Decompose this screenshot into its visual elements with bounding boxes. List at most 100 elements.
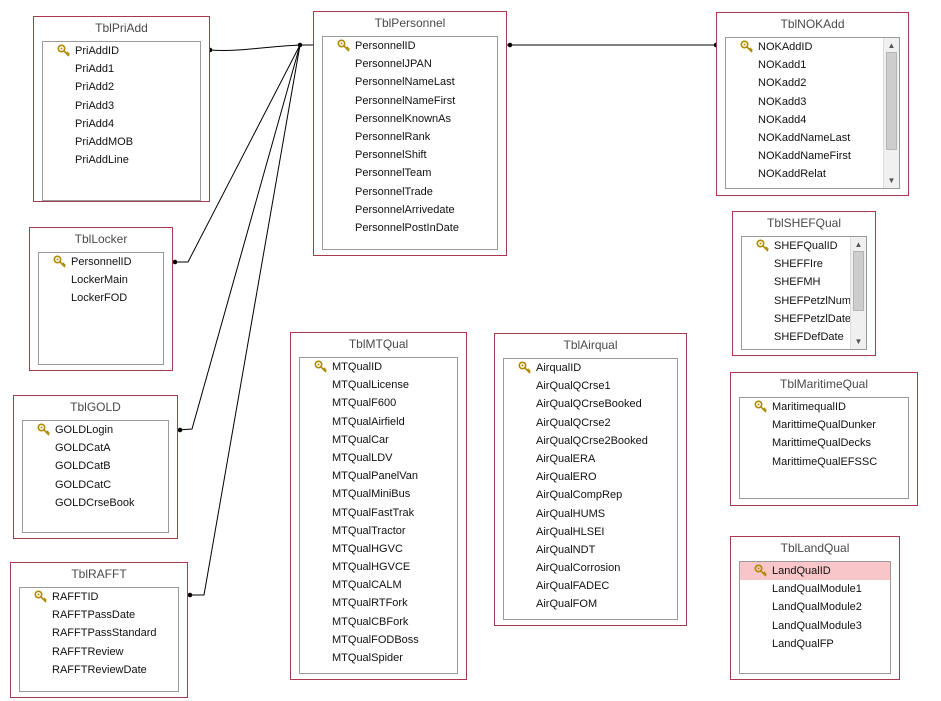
field-row[interactable]: LockerMain — [39, 271, 163, 289]
field-row[interactable]: RAFFTReviewDate — [20, 661, 178, 679]
field-row[interactable]: LockerFOD — [39, 289, 163, 307]
field-row[interactable]: PersonnelArrivedate — [323, 201, 497, 219]
field-row[interactable]: RAFFTPassStandard — [20, 624, 178, 642]
field-row[interactable]: AirQualQCrse1 — [504, 377, 677, 395]
field-row[interactable]: PersonnelTeam — [323, 164, 497, 182]
field-row[interactable]: PriAddMOB — [43, 133, 200, 151]
field-row[interactable]: MarittimeQualEFSSC — [740, 453, 908, 471]
field-row[interactable]: AirQualFADEC — [504, 577, 677, 595]
field-row[interactable]: MTQualAirfield — [300, 413, 457, 431]
field-row[interactable]: AirQualHUMS — [504, 505, 677, 523]
field-row[interactable]: LandQualModule3 — [740, 617, 890, 635]
field-row[interactable]: MTQualLDV — [300, 449, 457, 467]
field-row[interactable]: NOKaddNameLast — [726, 129, 883, 147]
field-row[interactable]: MarittimeQualDecks — [740, 434, 908, 452]
field-row[interactable]: MTQualTractor — [300, 522, 457, 540]
scrollbar-thumb[interactable] — [886, 52, 897, 150]
vertical-scrollbar[interactable]: ▲▼ — [850, 237, 866, 349]
field-row[interactable]: AirQualHLSEI — [504, 523, 677, 541]
vertical-scrollbar[interactable]: ▲▼ — [883, 38, 899, 188]
field-row[interactable]: PersonnelTrade — [323, 183, 497, 201]
table-title[interactable]: TblAirqual — [563, 338, 618, 352]
field-row[interactable]: MTQualFastTrak — [300, 504, 457, 522]
primary-key-field[interactable]: GOLDLogin — [23, 421, 168, 439]
field-row[interactable]: SHEFFIre — [742, 255, 850, 273]
field-row[interactable]: MTQualLicense — [300, 376, 457, 394]
field-row[interactable]: GOLDCatC — [23, 476, 168, 494]
field-row[interactable]: PersonnelNameLast — [323, 73, 497, 91]
field-row[interactable]: LandQualModule1 — [740, 580, 890, 598]
field-row[interactable]: SHEFPetzlDate — [742, 310, 850, 328]
table-title[interactable]: TblPersonnel — [374, 16, 446, 30]
field-row[interactable]: MTQualCar — [300, 431, 457, 449]
scroll-up-arrow-icon[interactable]: ▲ — [887, 41, 896, 50]
field-row[interactable]: PriAdd1 — [43, 60, 200, 78]
field-row[interactable]: SHEFDefDate — [742, 328, 850, 346]
field-row[interactable]: AirQualFOM — [504, 595, 677, 613]
primary-key-field[interactable]: AirqualID — [504, 359, 677, 377]
field-row[interactable]: MTQualPanelVan — [300, 467, 457, 485]
scrollbar-thumb[interactable] — [853, 251, 864, 311]
primary-key-field[interactable]: PersonnelID — [323, 37, 497, 55]
field-row[interactable]: NOKadd2 — [726, 74, 883, 92]
table-title[interactable]: TblLandQual — [780, 541, 850, 555]
field-row[interactable]: PersonnelJPAN — [323, 55, 497, 73]
field-row[interactable]: PersonnelKnownAs — [323, 110, 497, 128]
field-row[interactable]: MTQualF600 — [300, 394, 457, 412]
table-title[interactable]: TblMTQual — [348, 337, 409, 351]
field-row[interactable]: MTQualCBFork — [300, 613, 457, 631]
field-row[interactable]: AirQualCorrosion — [504, 559, 677, 577]
field-row[interactable]: PriAdd4 — [43, 115, 200, 133]
table-title[interactable]: TblSHEFQual — [766, 216, 842, 230]
scroll-down-arrow-icon[interactable]: ▼ — [887, 176, 896, 185]
table-title[interactable]: TblRAFFT — [71, 567, 127, 581]
scroll-down-arrow-icon[interactable]: ▼ — [854, 337, 863, 346]
field-row[interactable]: GOLDCatB — [23, 457, 168, 475]
primary-key-field[interactable]: SHEFQualID — [742, 237, 850, 255]
field-row[interactable]: AirQualCompRep — [504, 486, 677, 504]
field-row[interactable]: MTQualHGVC — [300, 540, 457, 558]
field-row[interactable]: LandQualModule2 — [740, 598, 890, 616]
field-row[interactable]: AirQualERA — [504, 450, 677, 468]
field-row[interactable]: PriAdd3 — [43, 97, 200, 115]
primary-key-field[interactable]: NOKAddID — [726, 38, 883, 56]
field-row[interactable]: PersonnelShift — [323, 146, 497, 164]
field-row[interactable]: PersonnelNameFirst — [323, 92, 497, 110]
field-row[interactable]: AirQualNDT — [504, 541, 677, 559]
field-row[interactable]: SHEFPetzlNumb — [742, 292, 850, 310]
field-row[interactable]: AirQualQCrse2Booked — [504, 432, 677, 450]
field-row[interactable]: NOKadd4 — [726, 111, 883, 129]
primary-key-field[interactable]: LandQualID — [740, 562, 890, 581]
field-row[interactable]: NOKadd3 — [726, 93, 883, 111]
field-row[interactable]: NOKadd1 — [726, 56, 883, 74]
table-title[interactable]: TblLocker — [74, 232, 128, 246]
field-row[interactable]: MarittimeQualDunker — [740, 416, 908, 434]
field-row[interactable]: LandQualFP — [740, 635, 890, 653]
primary-key-field[interactable]: MTQualID — [300, 358, 457, 376]
scroll-up-arrow-icon[interactable]: ▲ — [854, 240, 863, 249]
primary-key-field[interactable]: PersonnelID — [39, 253, 163, 271]
field-row[interactable]: MTQualSpider — [300, 649, 457, 667]
table-title[interactable]: TblGOLD — [70, 400, 121, 414]
field-row[interactable]: PriAdd2 — [43, 78, 200, 96]
field-row[interactable]: NOKaddNameFirst — [726, 147, 883, 165]
field-row[interactable]: RAFFTReview — [20, 643, 178, 661]
field-row[interactable]: AirQualQCrseBooked — [504, 395, 677, 413]
field-row[interactable]: SHEFMH — [742, 273, 850, 291]
